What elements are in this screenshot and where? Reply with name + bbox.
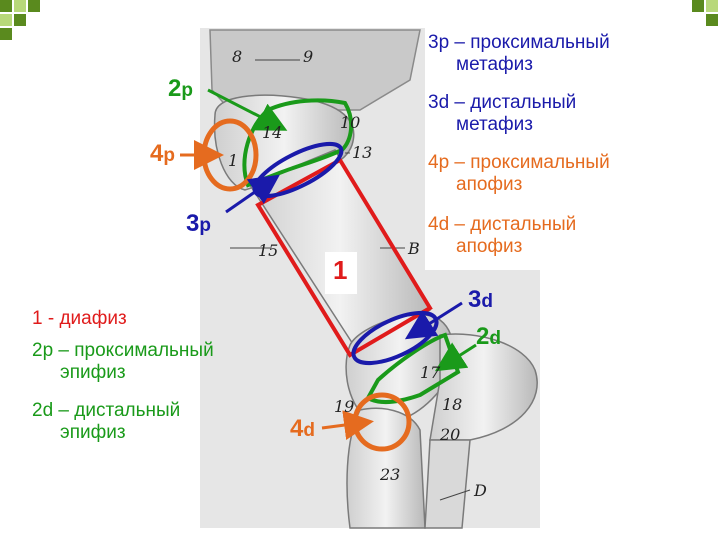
legend-3p-line1: 3р – проксимальный <box>428 32 610 53</box>
label-2d: 2d <box>476 323 501 351</box>
legend-1: 1 - диафиз <box>32 308 127 330</box>
diaphysis-outline <box>255 157 433 358</box>
legend-2d-line2: эпифиз <box>60 422 126 443</box>
legend-3d: 3d – дистальный метафиз <box>428 92 576 136</box>
legend-3d-line2: метафиз <box>456 114 534 135</box>
legend-1-text: 1 - диафиз <box>32 308 127 329</box>
legend-2d-line1: 2d – дистальный <box>32 400 181 421</box>
legend-2p-line2: эпифиз <box>60 362 126 383</box>
label-3d-sub: d <box>481 291 493 312</box>
bone-number: 8 <box>232 47 242 66</box>
bone-number: 17 <box>420 363 441 382</box>
bone-number: 1 <box>228 151 238 170</box>
label-4d-sub: d <box>303 420 315 441</box>
label-3p-sub: р <box>199 215 211 236</box>
diaphysis-label-box <box>325 252 357 294</box>
bone-number: 14 <box>262 123 282 142</box>
label-4d-num: 4 <box>290 415 304 442</box>
bone-number: 10 <box>340 113 360 132</box>
legend-4d: 4d – дистальный апофиз <box>428 214 576 258</box>
diaphysis-label: 1 <box>333 255 348 285</box>
legend-4p-line1: 4р – проксимальный <box>428 152 610 173</box>
legend-3d-line1: 3d – дистальный <box>428 92 577 113</box>
label-4p-num: 4 <box>150 140 164 167</box>
label-3d: 3d <box>468 286 493 314</box>
bone-number: 9 <box>303 47 313 66</box>
label-2p-sub: р <box>181 80 193 101</box>
arrow-4d <box>321 410 374 440</box>
bone-number: D <box>473 481 487 500</box>
bone-number: 20 <box>439 425 460 444</box>
arrow-3p <box>225 174 280 214</box>
legend-2p: 2р – проксимальный эпифиз <box>32 340 214 384</box>
bone-number: 15 <box>258 241 278 260</box>
ulna <box>424 439 471 529</box>
corner-decoration <box>0 0 50 40</box>
label-2d-num: 2 <box>476 323 490 350</box>
arrow-3d <box>404 301 463 340</box>
label-4p: 4р <box>150 140 175 168</box>
legend-3p: 3р – проксимальный метафиз <box>428 32 610 76</box>
label-4p-sub: р <box>163 145 175 166</box>
arrow-2d <box>434 342 477 372</box>
label-2d-sub: d <box>489 328 501 349</box>
label-4d: 4d <box>290 415 315 443</box>
bone-number: 19 <box>334 397 354 416</box>
label-2p: 2р <box>168 75 193 103</box>
bone-number: 23 <box>379 465 400 484</box>
legend-4p: 4р – проксимальный апофиз <box>428 152 610 196</box>
legend-4p-line2: апофиз <box>456 174 523 195</box>
label-3d-num: 3 <box>468 286 482 313</box>
legend-3p-line2: метафиз <box>456 54 534 75</box>
bone-number: B <box>407 239 420 258</box>
legend-2p-line1: 2р – проксимальный <box>32 340 214 361</box>
bone-number: 18 <box>442 395 462 414</box>
arrow-2p <box>207 88 288 131</box>
bone-number: 13 <box>352 143 372 162</box>
legend-2d: 2d – дистальный эпифиз <box>32 400 180 444</box>
label-2p-num: 2 <box>168 75 182 102</box>
corner-decoration-right <box>692 0 720 28</box>
label-3p: 3р <box>186 210 211 238</box>
legend-4d-line2: апофиз <box>456 236 523 257</box>
label-3p-num: 3 <box>186 210 200 237</box>
legend-4d-line1: 4d – дистальный <box>428 214 577 235</box>
